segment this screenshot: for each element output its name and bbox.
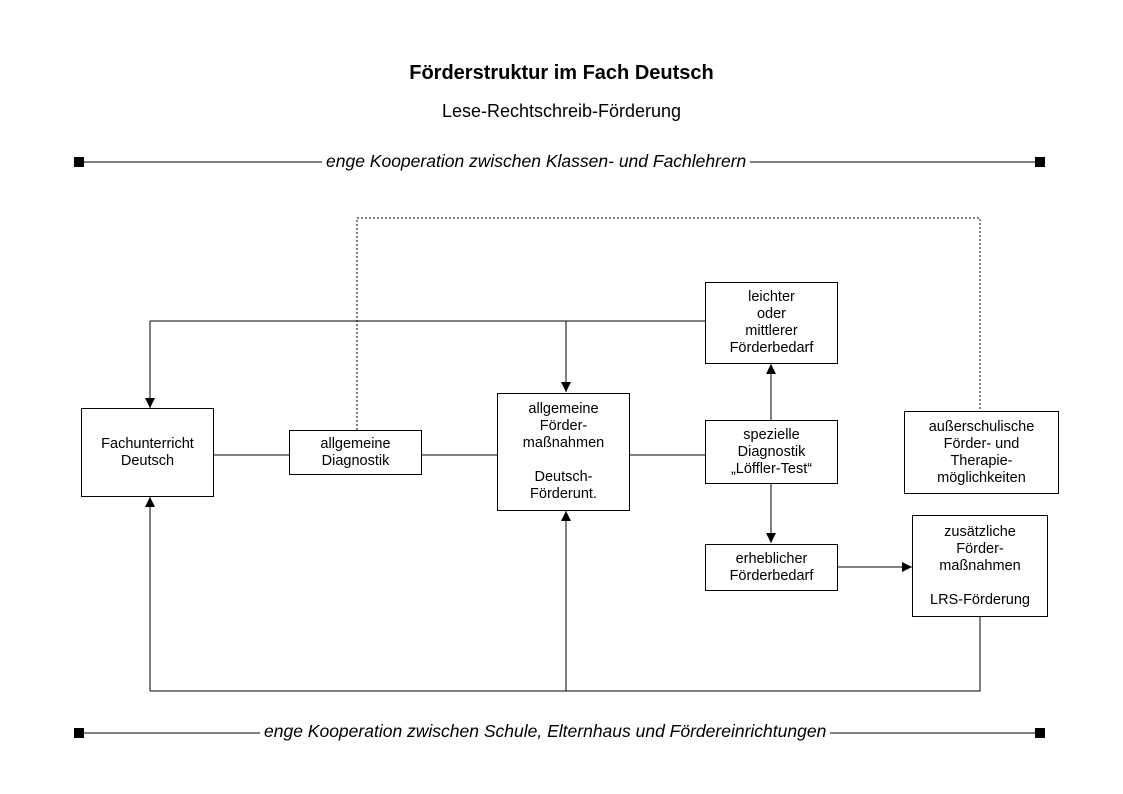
banner-top-text: enge Kooperation zwischen Klassen- und F… (322, 151, 751, 172)
box-fachunterricht: Fachunterricht Deutsch (81, 408, 214, 497)
banner-bottom-text: enge Kooperation zwischen Schule, Eltern… (260, 721, 831, 742)
box-leichter-foerderbedarf: leichter oder mittlerer Förderbedarf (705, 282, 838, 364)
box-zusaetzliche-foerdermassnahmen: zusätzliche Förder- maßnahmen LRS-Förder… (912, 515, 1048, 617)
box-allgemeine-foerdermassnahmen: allgemeine Förder- maßnahmen Deutsch- Fö… (497, 393, 630, 511)
return-line-bottom (150, 616, 981, 692)
box-ausserschulische-moeglichkeiten: außerschulische Förder- und Therapie- mö… (904, 411, 1059, 494)
box-spezielle-diagnostik: spezielle Diagnostik „Löffler-Test“ (705, 420, 838, 484)
box-allgemeine-diagnostik: allgemeine Diagnostik (289, 430, 422, 475)
page-title: Förderstruktur im Fach Deutsch (409, 62, 714, 84)
box-erheblicher-foerderbedarf: erheblicher Förderbedarf (705, 544, 838, 591)
dashed-feedback-line (356, 217, 981, 430)
page-subtitle: Lese-Rechtschreib-Förderung (441, 101, 682, 121)
